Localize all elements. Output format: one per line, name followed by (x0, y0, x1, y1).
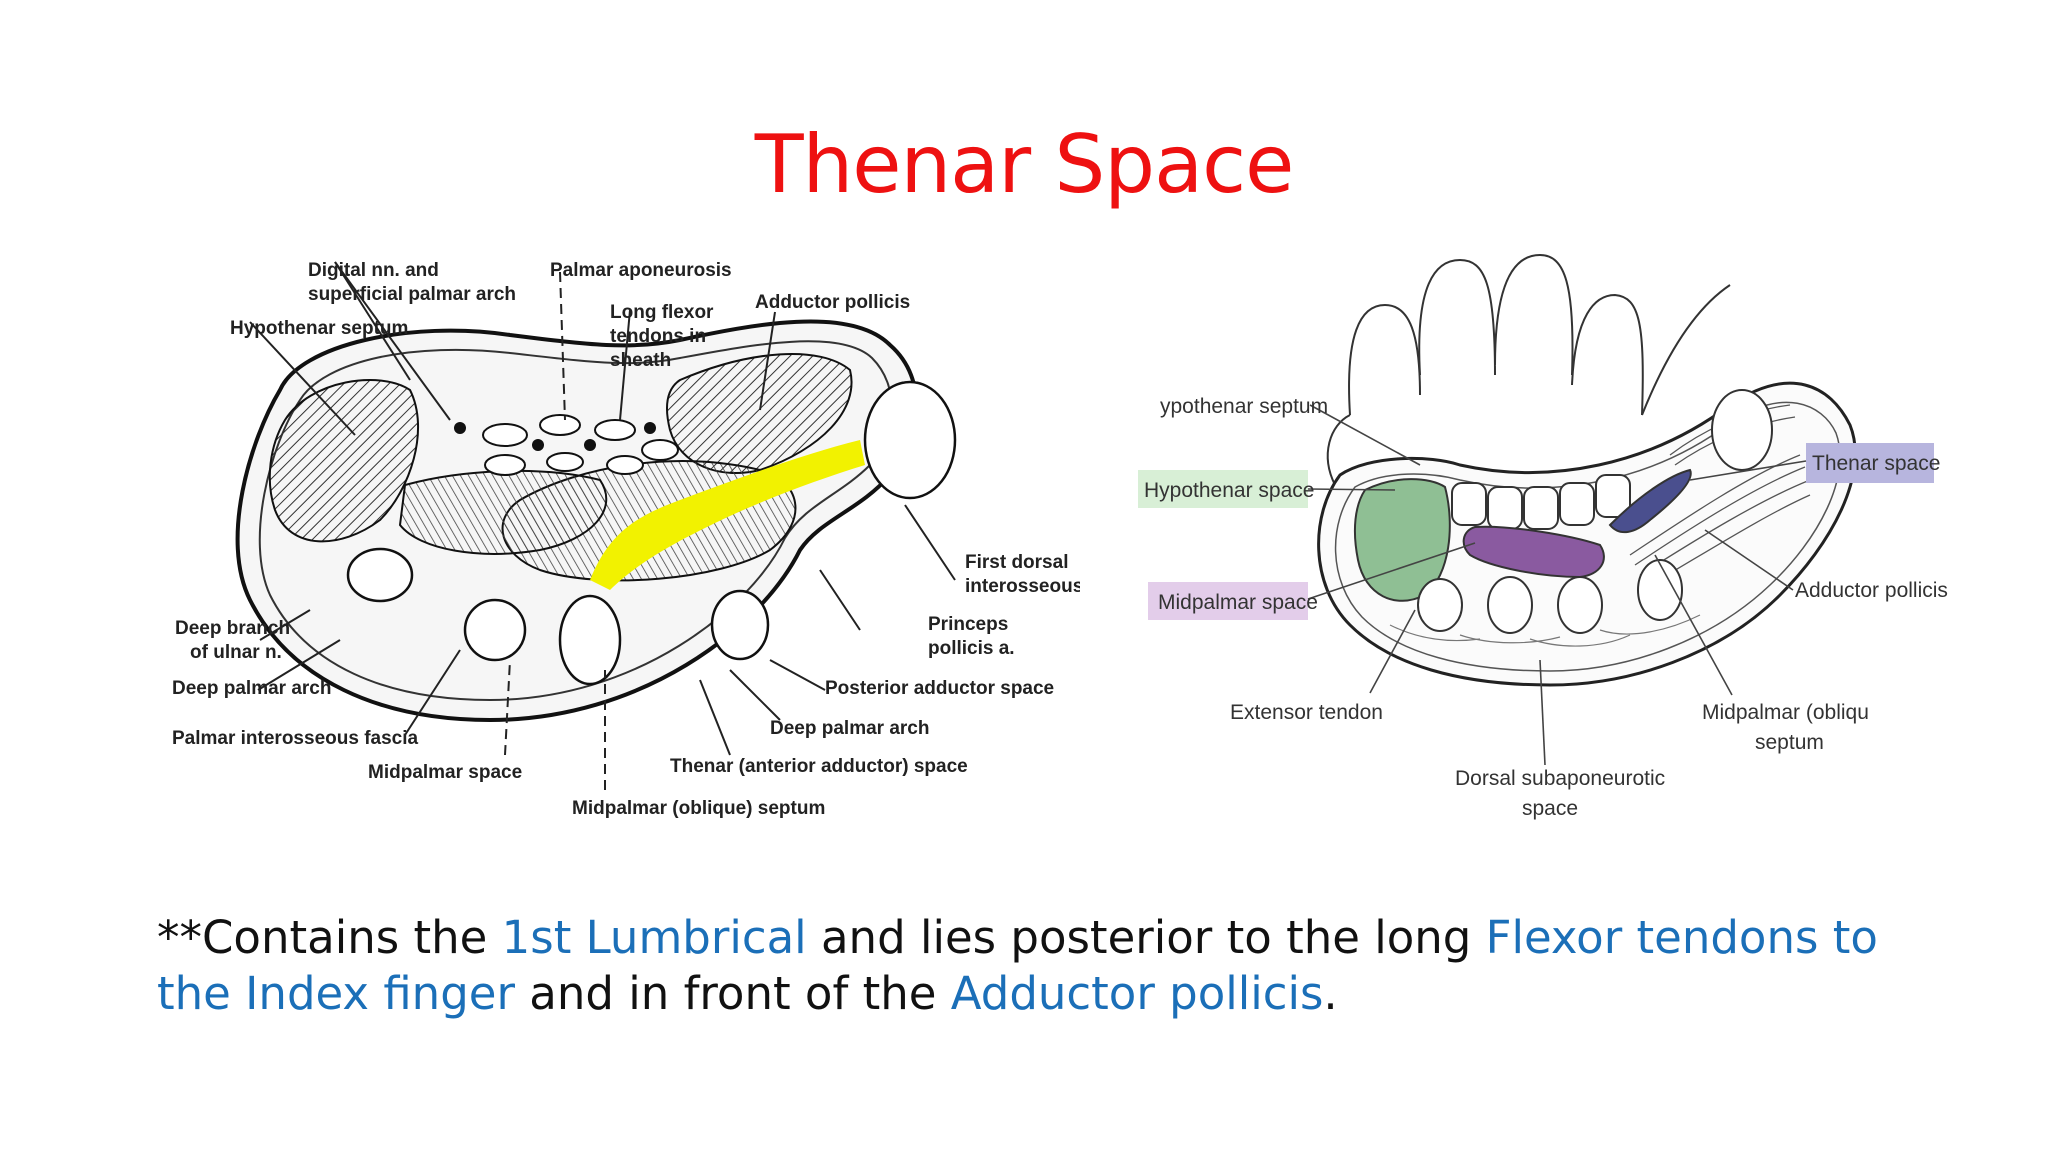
label-deep-palmar-arch-right: Deep palmar arch (770, 718, 929, 739)
caption-text-1: **Contains the (157, 911, 502, 964)
hand-schematic-diagram: ypothenar septum Hypothenar space Midpal… (1138, 253, 1948, 820)
label-digital-nerves-b: superficial palmar arch (308, 284, 516, 305)
label-adductor-pollicis: Adductor pollicis (755, 292, 910, 313)
label-deep-branch-a: Deep branch (175, 618, 290, 639)
caption-text-2: and lies posterior to the long (806, 911, 1486, 964)
label-thenar-anterior-adductor-space: Thenar (anterior adductor) space (670, 756, 968, 777)
label-midpalmar-space-right: Midpalmar space (1158, 591, 1318, 614)
thenar-space-region (1608, 468, 1692, 534)
label-thenar-space-right: Thenar space (1812, 452, 1940, 475)
label-hypothenar-septum-right: ypothenar septum (1160, 395, 1328, 418)
caption-highlight-lumbrical: 1st Lumbrical (501, 911, 807, 964)
leader-lines (249, 261, 956, 790)
label-hypothenar-space: Hypothenar space (1144, 479, 1314, 502)
digital-nerves (454, 422, 656, 451)
flexor-tendons (482, 414, 679, 476)
label-princeps-b: pollicis a. (928, 638, 1015, 659)
label-first-dorsal-a: First dorsal (965, 552, 1068, 573)
label-adductor-pollicis-right: Adductor pollicis (1795, 579, 1948, 602)
label-digital-nerves-a: Digital nn. and (308, 260, 439, 281)
label-midpalmar-space: Midpalmar space (368, 762, 522, 783)
fingers-outline (1326, 253, 1731, 486)
caption-highlight-flexor-tendons: Flexor tendons to the Index finger (157, 911, 1878, 1020)
label-extensor-tendon: Extensor tendon (1230, 701, 1383, 724)
label-long-flexor-b: tendons in (610, 326, 706, 347)
hypothenar-space-label-box (1138, 470, 1308, 508)
label-hypothenar-septum: Hypothenar septum (230, 318, 408, 339)
left-figure-labels: Digital nn. and superficial palmar arch … (172, 260, 1080, 819)
interosseous-muscles (1389, 614, 1701, 647)
thenar-space-label-box (1806, 443, 1934, 483)
metacarpal-bones (346, 380, 957, 686)
label-midpalmar-septum-right-a: Midpalmar (obliqu (1702, 701, 1869, 724)
metacarpal-bones-right (1417, 389, 1773, 634)
label-long-flexor-a: Long flexor (610, 302, 714, 323)
label-deep-branch-b: of ulnar n. (190, 642, 282, 663)
midpalmar-space-label-box (1148, 582, 1308, 620)
caption-text-3: and in front of the (514, 967, 951, 1020)
flexor-tendons-right (1451, 474, 1631, 530)
thenar-space-highlight (590, 440, 865, 590)
cross-section-diagram: Digital nn. and superficial palmar arch … (172, 260, 1080, 819)
label-midpalmar-septum: Midpalmar (oblique) septum (572, 798, 825, 819)
caption-text-4: . (1323, 967, 1338, 1020)
slide-title: Thenar Space (754, 118, 1295, 211)
label-palmar-aponeurosis: Palmar aponeurosis (550, 260, 732, 281)
slide-caption: **Contains the 1st Lumbrical and lies po… (157, 910, 1917, 1022)
caption-highlight-adductor-pollicis: Adductor pollicis (950, 967, 1324, 1020)
label-midpalmar-septum-right-b: septum (1755, 731, 1824, 754)
label-dorsal-subaponeurotic-a: Dorsal subaponeurotic (1455, 767, 1665, 790)
label-long-flexor-c: sheath (610, 350, 671, 371)
label-palmar-interosseous-fascia: Palmar interosseous fascia (172, 728, 418, 749)
label-first-dorsal-b: interosseous (965, 576, 1080, 597)
label-princeps-a: Princeps (928, 614, 1008, 635)
hypothenar-muscles (268, 379, 419, 543)
thenar-muscles (666, 352, 853, 475)
right-figure-labels: ypothenar septum Hypothenar space Midpal… (1144, 395, 1948, 820)
label-deep-palmar-arch-left: Deep palmar arch (172, 678, 331, 699)
right-leader-lines (1307, 404, 1807, 766)
label-posterior-adductor-space: Posterior adductor space (825, 678, 1054, 699)
label-dorsal-subaponeurotic-b: space (1522, 797, 1578, 820)
